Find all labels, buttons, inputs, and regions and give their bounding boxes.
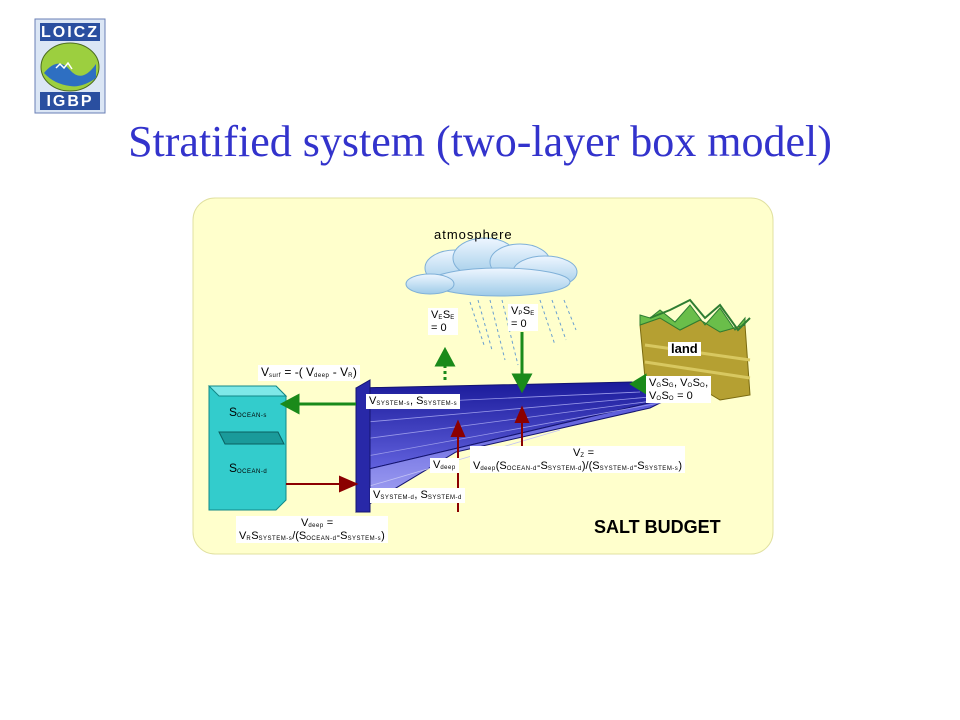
deep-inflow-arrow: [286, 475, 359, 493]
vdeep-label: Vdeep: [430, 458, 459, 473]
ocean-surface-label: SOCEAN-s: [229, 405, 267, 419]
logo-text-igbp: IGBP: [46, 93, 94, 110]
evaporation-label: VESE = 0: [428, 308, 458, 335]
surface-outflow-arrow: [279, 393, 356, 415]
salt-budget-label: SALT BUDGET: [594, 517, 721, 537]
ocean-deep-label: SOCEAN-d: [229, 461, 268, 475]
slide-title: Stratified system (two-layer box model): [128, 117, 832, 166]
vsurf-label: Vsurf = -( Vdeep - VR): [258, 365, 360, 381]
loicz-igbp-logo: [34, 18, 106, 114]
evaporation-arrow: [434, 346, 456, 380]
system-surface-label: VSYSTEM-s, SSYSTEM-s: [366, 394, 461, 409]
precipitation-label: VPSE = 0: [508, 304, 538, 331]
rain-icon: [469, 299, 577, 366]
atmosphere-label: atmosphere: [434, 227, 513, 242]
system-deep-label: VSYSTEM-d, SSYSTEM-d: [370, 488, 465, 503]
land-label: land: [668, 341, 701, 357]
vz-formula: VZ = Vdeep(SOCEAN-d-SSYSTEM-d)/(SSYSTEM-…: [470, 446, 685, 474]
vdeep-formula: Vdeep = VRSSYSTEM-s/(SOCEAN-d-SSYSTEM-s): [236, 516, 388, 544]
cloud-icon: [405, 237, 578, 297]
ocean-box: [207, 385, 288, 511]
runoff-formula: VGSG, VOSO, VOSO = 0: [646, 376, 712, 404]
precipitation-arrow: [511, 332, 533, 394]
logo-text-loicz: LOICZ: [41, 24, 99, 41]
